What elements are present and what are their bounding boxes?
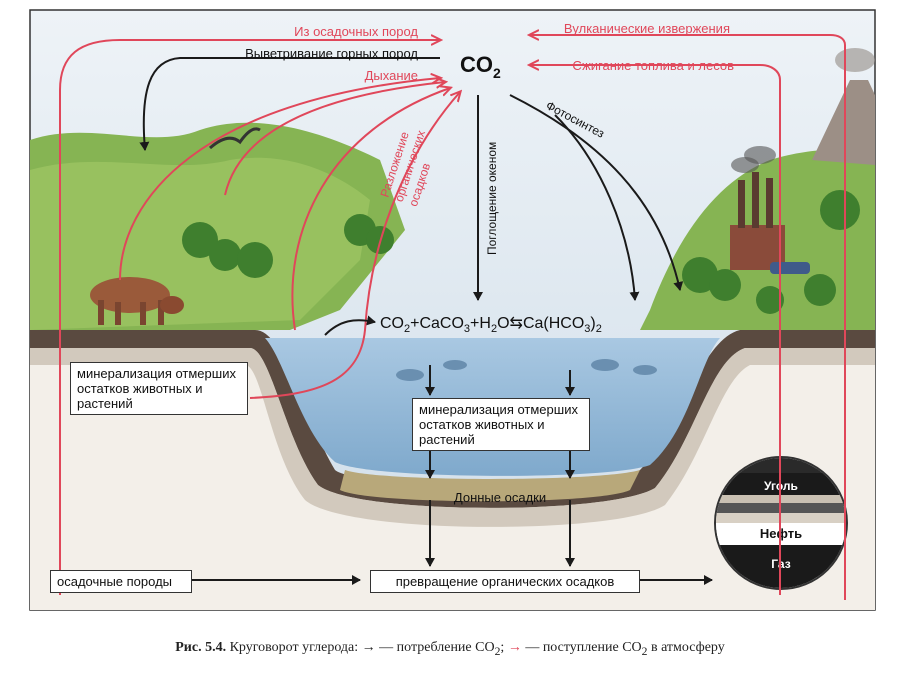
trees (182, 190, 860, 314)
factory (730, 146, 810, 274)
caption-prefix: Рис. 5.4. (175, 640, 227, 655)
oil-label: Нефть (760, 526, 802, 541)
bottom-sediments-label: Донные осадки (454, 490, 546, 505)
figure-caption: Рис. 5.4. Круговорот углерода: → — потре… (175, 640, 725, 658)
label-respiration: Дыхание (365, 68, 418, 83)
label-from-sedimentary: Из осадочных пород (294, 24, 418, 39)
fish (396, 359, 657, 381)
arrow-photosynthesis-factory (509, 94, 684, 291)
caption-black-arrow: → (361, 640, 376, 655)
arrow-respiration-cow (119, 78, 440, 281)
volcano (812, 80, 875, 165)
arrow-to-equation (324, 315, 376, 336)
sedimentary-rocks-box: осадочные породы (50, 570, 192, 593)
mineral-water-box: минерализация отмерших остатков животных… (412, 398, 590, 451)
arrow-decomposition (249, 92, 460, 399)
arrow-from-sedimentary (59, 40, 440, 595)
co2-label: CO2 (460, 52, 501, 81)
gas-label: Газ (771, 557, 790, 571)
arrow-respiration-bird (224, 82, 445, 196)
equation: CO2+CaCO3+H2O⇆Ca(HCO3)2 (380, 315, 602, 335)
label-volcanic: Вулканические извержения (564, 21, 730, 36)
soil-layer (30, 330, 875, 508)
arrow-weathering (139, 57, 440, 151)
label-ocean-absorption: Поглощение океном (485, 142, 499, 255)
arrow-volcanic (530, 35, 846, 600)
diagram-canvas: Уголь Нефть Газ CO2 Из осадочных пород Д… (29, 9, 876, 611)
organic-transform-box: превращение органических осадков (370, 570, 640, 593)
mineral-land-box: минерализация отмерших остатков животных… (70, 362, 248, 415)
arrow-respiration-plants (291, 88, 450, 331)
arrow-photosynthesis-water (554, 114, 640, 301)
red-arrows (59, 35, 846, 600)
bird (209, 127, 261, 150)
caption-red-arrow: → (507, 640, 522, 655)
black-arrows (139, 57, 713, 585)
label-weathering: Выветривание горных пород (245, 46, 418, 61)
label-burning: Сжигание топлива и лесов (572, 58, 734, 73)
arrow-burning (530, 65, 781, 595)
cow (90, 277, 184, 325)
